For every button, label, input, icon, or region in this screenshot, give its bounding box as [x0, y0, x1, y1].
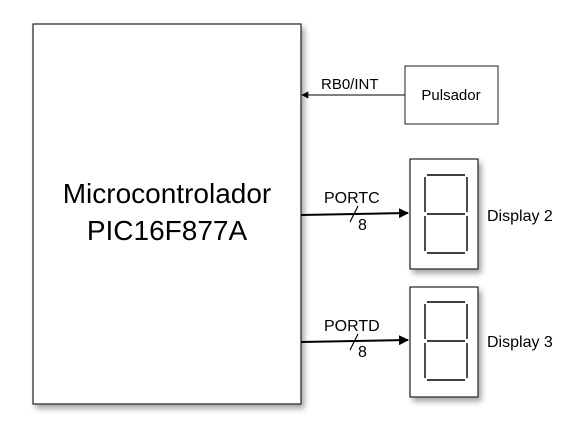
rb0-int-connection: RB0/INT	[301, 76, 405, 99]
microcontroller-name: Microcontrolador	[63, 178, 272, 209]
display-2-label: Display 2	[487, 208, 553, 225]
seven-segment-icon	[424, 301, 468, 381]
portc-label: PORTC	[324, 190, 380, 207]
portc-bus: PORTC 8	[300, 190, 409, 234]
portc-bus-slash	[349, 205, 359, 223]
portc-bus-width: 8	[358, 217, 367, 234]
display-2-block: Display 2	[409, 158, 553, 270]
portd-bus-width: 8	[358, 344, 367, 361]
seven-segment-icon	[424, 174, 468, 254]
display-3-block: Display 3	[409, 286, 553, 398]
portd-label: PORTD	[324, 318, 380, 335]
rb0-int-label: RB0/INT	[321, 76, 379, 93]
display-3-label: Display 3	[487, 334, 553, 351]
pushbutton-label: Pulsador	[421, 87, 480, 104]
microcontroller-block: Microcontrolador PIC16F877A	[32, 23, 302, 405]
portd-bus: PORTD 8	[300, 318, 409, 361]
pushbutton-block: Pulsador	[404, 65, 499, 125]
portd-bus-slash	[349, 333, 359, 351]
microcontroller-model: PIC16F877A	[87, 215, 248, 246]
